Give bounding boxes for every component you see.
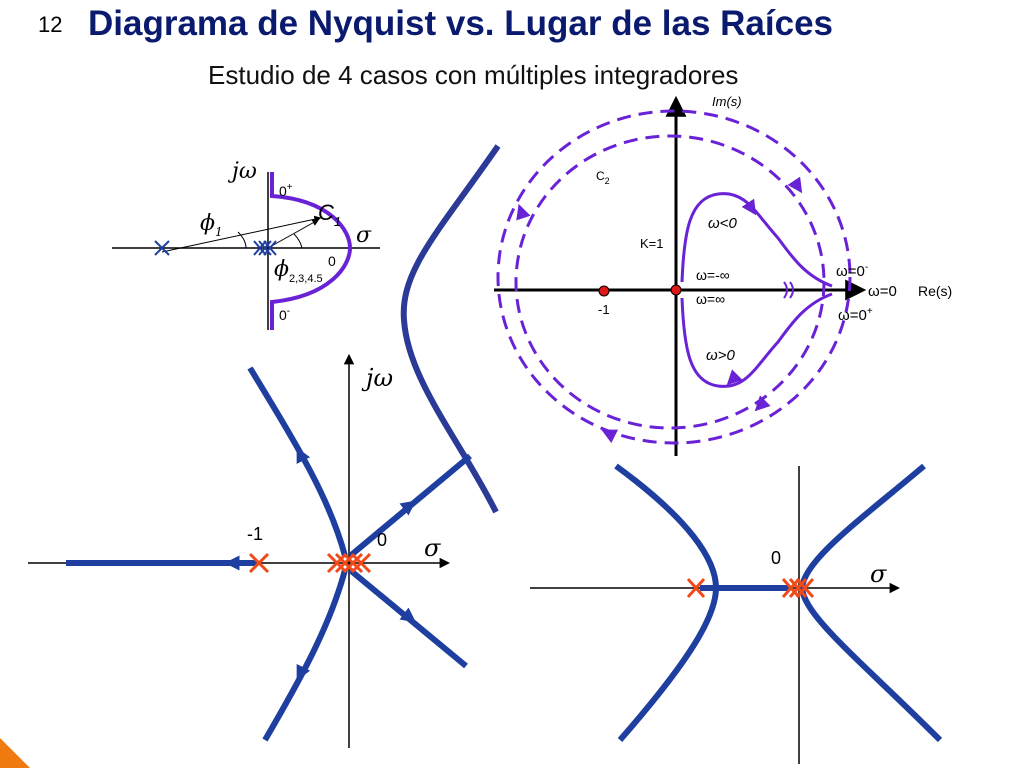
nyquist-im-label: Im(s) xyxy=(712,94,742,109)
rl-left-jw-label: jω xyxy=(361,364,393,392)
rl-left-arrow-upper xyxy=(296,447,311,465)
nyquist-arrow-ul xyxy=(516,203,531,221)
rl-left-pole-minus-one xyxy=(248,552,270,574)
nyquist-w0-label: ω=0 xyxy=(868,283,897,300)
rl-left-poles-origin xyxy=(326,552,372,574)
contour-zero-minus-label: 0- xyxy=(279,306,290,323)
slide-title: Diagrama de Nyquist vs. Lugar de las Raí… xyxy=(88,4,834,43)
rl-left-origin-label: 0 xyxy=(377,530,387,550)
rl-left-arrow-se xyxy=(399,607,416,623)
slide-number: 12 xyxy=(38,12,63,37)
rl-right-sigma-label: σ xyxy=(870,560,887,588)
root-locus-center-branch xyxy=(400,144,501,514)
nyquist-contour-c2-outer xyxy=(496,109,852,445)
nyquist-w-minus-inf-label: ω=-∞ xyxy=(696,267,730,283)
contour-c1-label: C1 xyxy=(318,200,341,229)
nyquist-c2-label: C2 xyxy=(596,169,610,186)
nyquist-w-lt0-label: ω<0 xyxy=(708,215,737,232)
rl-right-poles-origin xyxy=(781,578,815,598)
rl-left-sigma-label: σ xyxy=(424,534,441,562)
slide-subtitle: Estudio de 4 casos con múltiples integra… xyxy=(208,60,739,90)
rl-right-branch-right xyxy=(798,463,943,743)
nyquist-arrow-lower xyxy=(726,369,743,386)
rl-left-branch-lower xyxy=(262,569,348,742)
nyquist-plot-lower xyxy=(680,292,833,388)
nyquist-re-label: Re(s) xyxy=(918,283,952,299)
nyquist-minus-one-label: -1 xyxy=(598,302,610,317)
phi2-vector xyxy=(267,219,320,249)
root-locus-left: jω -1 0 σ xyxy=(28,353,472,748)
nyquist-k1-label: K=1 xyxy=(640,236,664,251)
nyquist-w-gt0-label: ω>0 xyxy=(706,347,735,364)
phi2-angle-arc xyxy=(293,233,303,249)
rl-left-arrow-lower xyxy=(296,663,311,681)
nyquist-w-inf-label: ω=∞ xyxy=(696,291,725,307)
nyquist-point-origin xyxy=(670,284,682,296)
phi1-angle-arc xyxy=(237,231,247,249)
nyquist-point-minus-one xyxy=(598,285,610,297)
nyquist-arrow-ur xyxy=(787,176,803,194)
rl-left-branch-upper xyxy=(247,366,348,557)
nyquist-arrow-upper xyxy=(741,198,757,216)
contour-poles-origin xyxy=(253,240,277,256)
nyquist-contour-c2-inner xyxy=(514,134,826,430)
nyquist-w0plus-label: ω=0+ xyxy=(838,306,873,324)
contour-c1-path xyxy=(270,172,353,330)
corner-accent xyxy=(0,738,30,768)
rl-left-minus-one-label: -1 xyxy=(247,524,263,544)
nyquist-arrow-ll xyxy=(601,429,619,444)
contour-phi2-label: ϕ2,3,4.5 xyxy=(274,257,323,285)
contour-origin-label: 0 xyxy=(328,253,336,269)
contour-pole-minus-one xyxy=(154,240,170,256)
rl-right-pole-left xyxy=(686,578,706,598)
nyquist-w0minus-label: ω=0- xyxy=(836,262,868,280)
contour-phi1-label: ϕ1 xyxy=(200,211,223,239)
rl-right-branch-left xyxy=(614,463,720,742)
contour-sigma-label: σ xyxy=(356,223,372,248)
contour-diagram: jω 0+ C1 ϕ1 σ 0 ϕ2,3,4.5 0- xyxy=(112,159,380,330)
rl-right-origin-label: 0 xyxy=(771,548,781,568)
rl-left-arrow-ne xyxy=(399,500,416,516)
nyquist-diagram: Im(s) C2 ω<0 K=1 ω=0- ω=-∞ ω=0 Re(s) ω=∞… xyxy=(494,94,952,456)
nyquist-arrow-lr xyxy=(754,395,771,412)
nyquist-small-arcs xyxy=(783,281,794,299)
contour-jw-label: jω xyxy=(227,159,257,184)
contour-zero-plus-label: 0+ xyxy=(279,182,293,199)
root-locus-right: 0 σ xyxy=(530,463,943,764)
